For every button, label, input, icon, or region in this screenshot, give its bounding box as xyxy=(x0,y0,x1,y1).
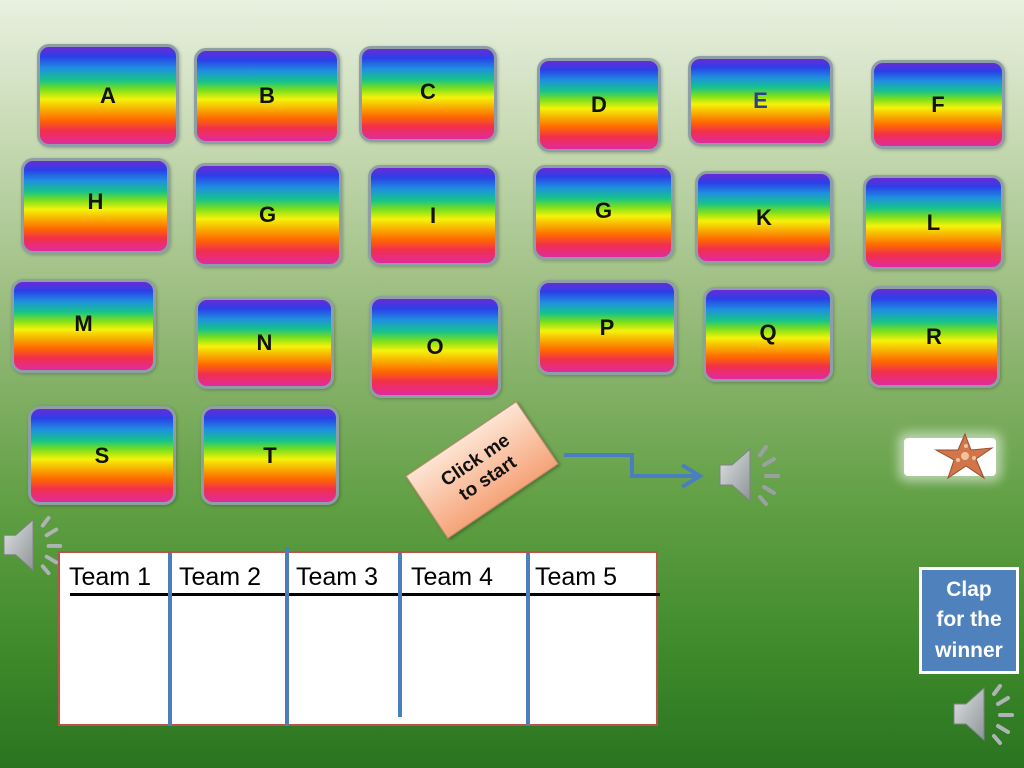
tile-label: H xyxy=(87,189,104,214)
tile-k[interactable]: K xyxy=(695,171,833,264)
tile-label: K xyxy=(756,204,772,230)
tile-label: N xyxy=(256,330,273,355)
tile-label: A xyxy=(100,82,116,108)
team-2-header: Team 2 xyxy=(179,563,261,591)
column-divider xyxy=(285,547,289,726)
tile-label: G xyxy=(594,197,613,223)
team-3-header: Team 3 xyxy=(296,563,378,591)
tile-n[interactable]: N xyxy=(195,297,334,389)
tile-label: R xyxy=(926,324,942,349)
tile-h[interactable]: H xyxy=(21,158,170,254)
tile-c[interactable]: C xyxy=(359,46,497,142)
tile-e[interactable]: E xyxy=(688,56,833,146)
tile-label: Q xyxy=(759,319,777,345)
speaker-icon[interactable] xyxy=(716,443,786,507)
tile-label: P xyxy=(599,314,615,340)
tile-g[interactable]: G xyxy=(193,163,342,267)
tile-b[interactable]: B xyxy=(194,48,340,144)
tile-q[interactable]: Q xyxy=(703,287,833,382)
tile-s[interactable]: S xyxy=(28,406,176,505)
click-me-to-start-button[interactable]: Click me to start xyxy=(405,401,559,539)
tile-label: F xyxy=(931,91,945,117)
tile-label: G xyxy=(258,202,277,227)
tile-m[interactable]: M xyxy=(11,279,156,373)
starfish-button[interactable] xyxy=(904,432,996,480)
tile-label: O xyxy=(426,334,444,359)
tile-f[interactable]: F xyxy=(871,60,1005,149)
speaker-icon[interactable] xyxy=(950,682,1020,746)
tile-label: D xyxy=(591,92,607,117)
column-divider xyxy=(168,553,172,726)
tile-label: B xyxy=(259,83,275,108)
clap-line1: Clap xyxy=(946,577,992,601)
tile-i[interactable]: I xyxy=(368,165,498,266)
tile-label: S xyxy=(94,442,110,468)
team-5-header: Team 5 xyxy=(535,563,617,591)
clap-line2: for the xyxy=(936,608,1002,632)
tile-l[interactable]: L xyxy=(863,175,1004,270)
starfish-icon xyxy=(934,432,994,480)
tile-label: L xyxy=(926,209,941,235)
column-divider xyxy=(526,553,530,726)
speaker-icon[interactable] xyxy=(0,514,68,576)
header-underline xyxy=(70,593,660,596)
team-4-header: Team 4 xyxy=(411,563,493,591)
column-divider xyxy=(398,553,402,717)
tile-label: M xyxy=(74,311,93,336)
tile-a[interactable]: A xyxy=(37,44,179,147)
tile-label: E xyxy=(753,88,768,113)
team-1-header: Team 1 xyxy=(69,563,151,591)
clap-for-the-winner-button[interactable]: Clap for the winner xyxy=(919,567,1019,674)
tile-r[interactable]: R xyxy=(868,286,1000,388)
tile-p[interactable]: P xyxy=(537,280,677,375)
tile-label: T xyxy=(263,442,277,468)
elbow-arrow-icon xyxy=(564,453,704,489)
score-table: Team 1 Team 2 Team 3 Team 4 Team 5 xyxy=(58,547,660,726)
clap-line3: winner xyxy=(935,638,1003,662)
tile-o[interactable]: O xyxy=(369,296,501,398)
tile-t[interactable]: T xyxy=(201,406,339,505)
tile-label: I xyxy=(429,202,437,228)
tile-g-2[interactable]: G xyxy=(533,165,674,260)
tile-label: C xyxy=(420,79,436,104)
tile-d[interactable]: D xyxy=(537,58,661,152)
